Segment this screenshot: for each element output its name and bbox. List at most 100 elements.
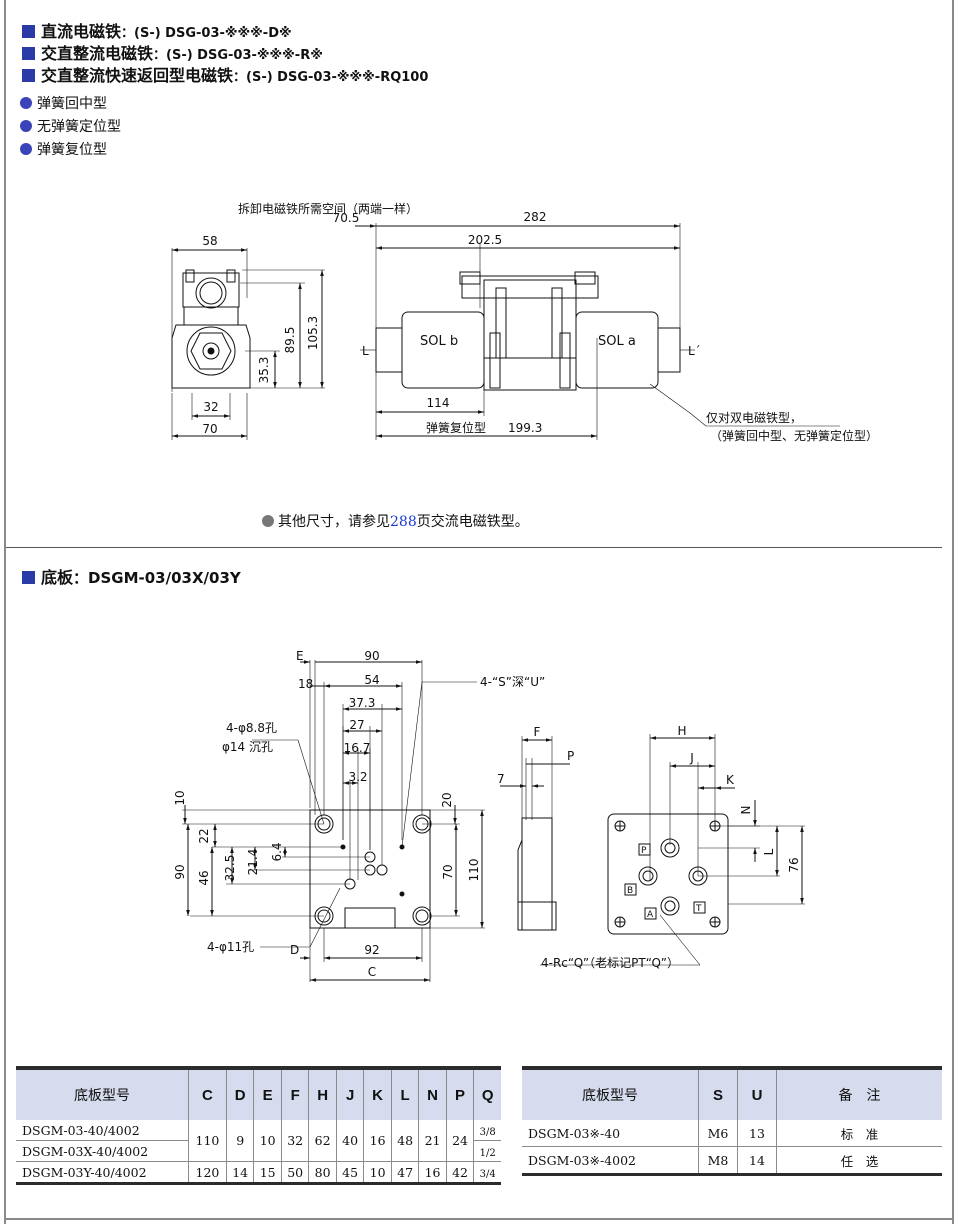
dim-35-3: 35.3 [257, 357, 271, 384]
hole-8-8-note: 4-φ8.8孔 [226, 721, 277, 735]
dim-199-3: 199.3 [508, 421, 542, 435]
spring-return-label: 弹簧复位型 [426, 420, 486, 435]
bolt-size-table: 底板型号 S U 备 注 DSGM-03※-40 M6 13 标 准 DSGM-… [522, 1066, 942, 1176]
cell-C: 110 [188, 1120, 227, 1162]
dim-54: 54 [364, 673, 379, 687]
dim-C: C [368, 965, 376, 979]
square-bullet-icon [22, 47, 35, 60]
cell-S: M6 [698, 1120, 738, 1147]
col-header-remarks: 备 注 [776, 1066, 942, 1120]
label-L-prime: L´ [688, 344, 701, 358]
cell-N: 21 [418, 1120, 447, 1162]
cell-Q: 3/8 [473, 1120, 501, 1141]
type-no-spring-detent: 无弹簧定位型 [20, 116, 121, 136]
dim-70-sub: 70 [441, 864, 455, 879]
heading-quick-return-solenoid: 交直整流快速返回型电磁铁：(S-) DSG-03-※※※-RQ100 [22, 62, 428, 86]
model-cell: DSGM-03X-40/4002 [16, 1140, 189, 1162]
col-header-C: C [188, 1066, 227, 1120]
col-header-K: K [363, 1066, 392, 1120]
col-header-L: L [391, 1066, 420, 1120]
dim-58: 58 [202, 234, 217, 248]
dim-21-4: 21.4 [246, 849, 260, 876]
table-row: DSGM-03※-4002 M8 14 任 选 [522, 1146, 942, 1176]
frame-bottom [4, 1218, 954, 1220]
model-cell: DSGM-03※-40 [522, 1120, 699, 1147]
cell-S: M8 [698, 1146, 738, 1176]
double-solenoid-types-note: （弹簧回中型、无弹簧定位型） [710, 428, 878, 443]
cell-P: 42 [446, 1161, 475, 1185]
dim-92: 92 [364, 943, 379, 957]
cell-K: 10 [363, 1161, 392, 1185]
cell-J: 45 [336, 1161, 365, 1185]
label-sol-b: SOL b [420, 334, 458, 349]
dim-114: 114 [427, 396, 450, 410]
circle-bullet-icon [20, 97, 32, 109]
table-row: DSGM-03※-40 M6 13 标 准 [522, 1120, 942, 1147]
s-depth-u-note: 4-“S”深“U” [480, 675, 545, 689]
cell-D: 9 [226, 1120, 255, 1162]
port-P-label: P [641, 846, 647, 856]
subplate-dimension-drawing: E 90 18 54 37.3 27 16.7 3.2 4-φ8.8孔 φ14 … [173, 649, 805, 982]
cell-Q: 1/2 [473, 1140, 501, 1162]
cell-L: 47 [391, 1161, 420, 1185]
col-header-U: U [737, 1066, 777, 1120]
type-spring-offset: 弹簧复位型 [20, 139, 107, 159]
model-cell: DSGM-03Y-40/4002 [16, 1161, 189, 1185]
cell-C: 120 [188, 1161, 227, 1185]
dim-37-3: 37.3 [349, 696, 376, 710]
cell-P: 24 [446, 1120, 475, 1162]
dim-F: F [534, 725, 541, 739]
dim-27: 27 [349, 718, 364, 732]
col-header-F: F [281, 1066, 310, 1120]
col-header-E: E [253, 1066, 282, 1120]
dim-32: 32 [203, 400, 218, 414]
cell-H: 62 [308, 1120, 337, 1162]
removal-space-note: 拆卸电磁铁所需空间（两端一样） [238, 201, 418, 216]
col-header-D: D [226, 1066, 255, 1120]
circle-bullet-icon [262, 515, 274, 527]
dim-46: 46 [197, 870, 211, 885]
dim-105-3: 105.3 [306, 316, 320, 350]
dim-32-5: 32.5 [223, 855, 237, 882]
circle-bullet-icon [20, 143, 32, 155]
dim-P: P [567, 749, 574, 763]
cell-D: 14 [226, 1161, 255, 1185]
dim-D: D [290, 943, 299, 957]
dim-L: L [762, 848, 776, 855]
table-header-row: 底板型号 S U 备 注 [522, 1066, 942, 1120]
page-reference-link[interactable]: 288 [390, 514, 417, 530]
table-row: DSGM-03Y-40/4002 120 14 15 50 80 45 10 4… [16, 1161, 501, 1185]
other-dimensions-note: 其他尺寸，请参见288页交流电磁铁型。 [262, 511, 529, 531]
cell-Q: 3/4 [473, 1161, 501, 1185]
valve-dimension-drawing: 拆卸电磁铁所需空间（两端一样） 58 70.5 282 202.5 89.5 1… [171, 201, 878, 443]
dim-76: 76 [787, 857, 801, 872]
label-sol-a: SOL a [598, 334, 636, 349]
frame-right [952, 0, 954, 1224]
table-row: DSGM-03X-40/4002 1/2 [16, 1140, 501, 1162]
port-T-label: T [695, 904, 702, 914]
double-solenoid-note: 仅对双电磁铁型， [706, 410, 802, 425]
col-header-N: N [418, 1066, 447, 1120]
cell-K: 16 [363, 1120, 392, 1162]
dim-16-7: 16.7 [344, 741, 371, 755]
cell-N: 16 [418, 1161, 447, 1185]
square-bullet-icon [22, 25, 35, 38]
col-header-H: H [308, 1066, 337, 1120]
cell-E: 15 [253, 1161, 282, 1185]
frame-left [4, 0, 6, 1224]
dim-18: 18 [298, 677, 313, 691]
cell-F: 32 [281, 1120, 310, 1162]
dim-3-2: 3.2 [348, 770, 367, 784]
col-header-P: P [446, 1066, 475, 1120]
port-A-label: A [647, 910, 654, 920]
col-header-Q: Q [473, 1066, 501, 1120]
subplate-dimension-table: 底板型号 C D E F H J K L N P Q DSGM-03-40/40… [16, 1066, 501, 1185]
square-bullet-icon [22, 69, 35, 82]
cell-remark: 标 准 [776, 1120, 942, 1147]
cell-L: 48 [391, 1120, 420, 1162]
dim-J: J [689, 751, 694, 765]
col-header-J: J [336, 1066, 365, 1120]
port-B-label: B [627, 886, 633, 896]
dim-N: N [739, 806, 753, 815]
model-cell: DSGM-03※-4002 [522, 1146, 699, 1176]
